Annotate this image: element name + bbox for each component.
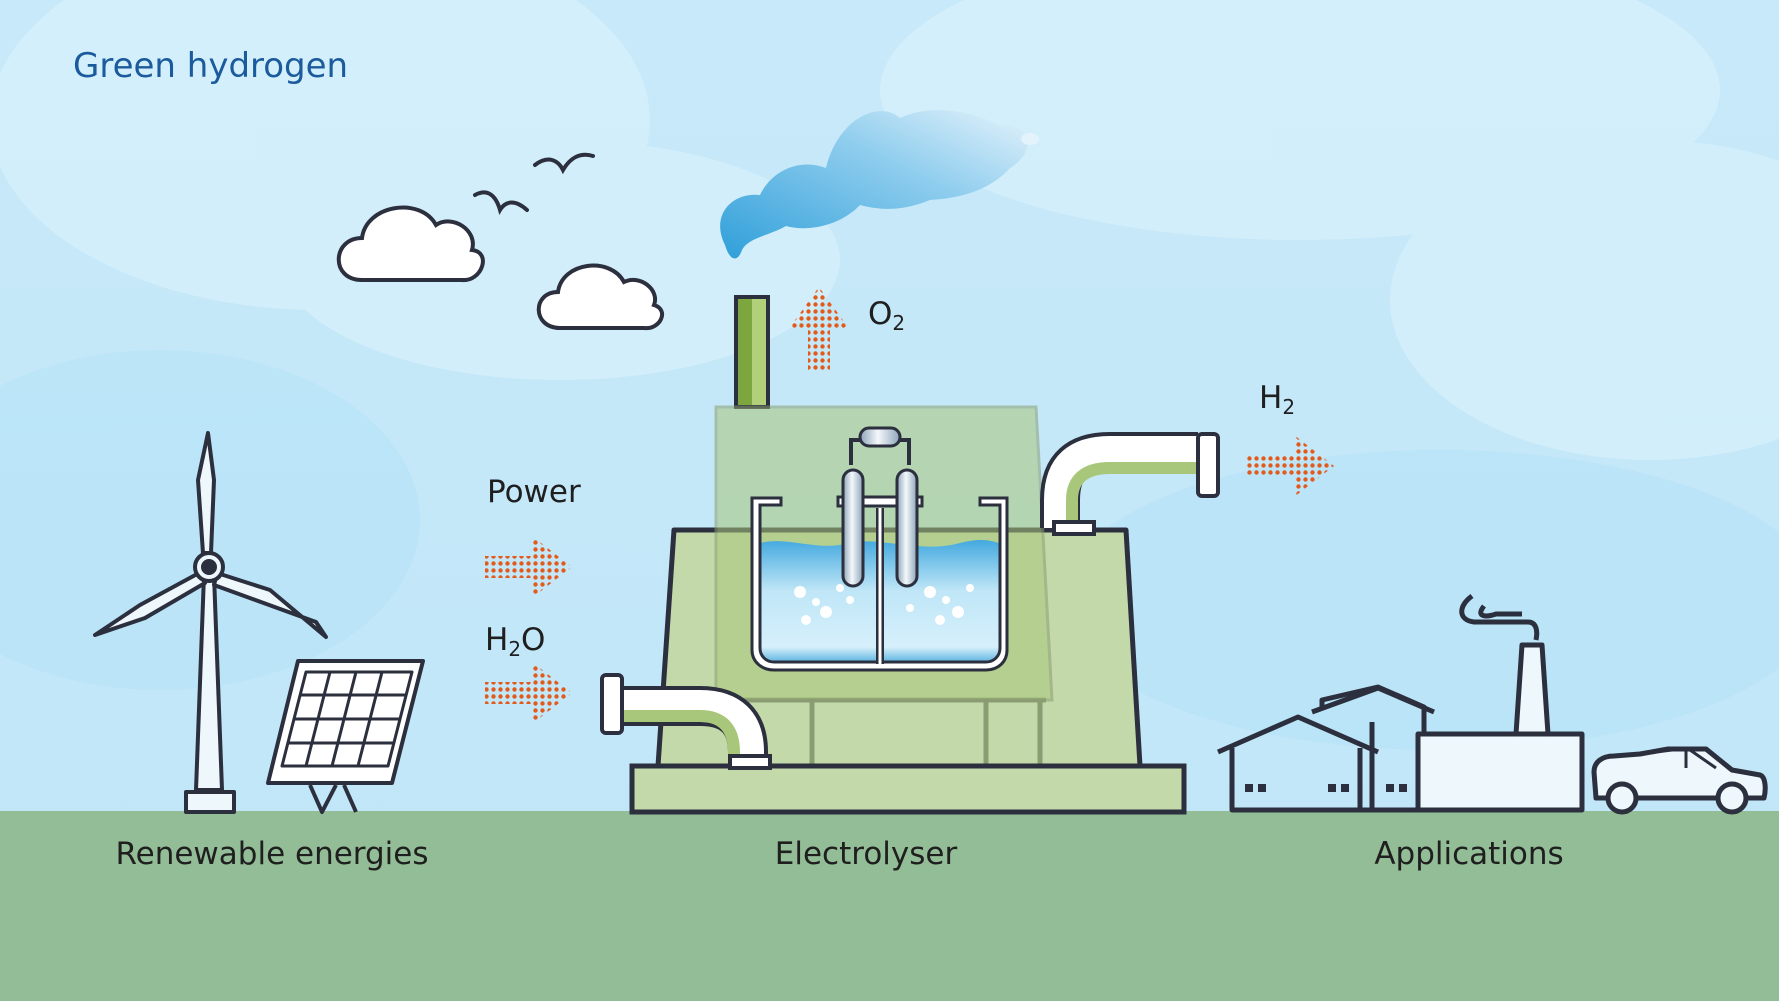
water-arrow-icon — [485, 662, 572, 724]
water-inlet-pipe — [600, 673, 772, 770]
hydrogen-outlet-pipe — [1040, 432, 1220, 536]
power-arrow-icon — [485, 536, 572, 598]
oxygen-arrow-icon — [788, 287, 850, 372]
water-subscript: 2 — [508, 637, 522, 661]
solar-panel-icon — [266, 659, 425, 814]
hydrogen-arrow-icon — [1247, 435, 1334, 497]
renewable-energies-label: Renewable energies — [115, 836, 429, 872]
applications-label: Applications — [1374, 836, 1564, 872]
water-tank — [750, 495, 1009, 672]
steam-cloud-icon — [720, 110, 1039, 259]
oxygen-symbol: O — [868, 296, 893, 332]
bird-icon — [473, 152, 595, 215]
car-icon — [1591, 746, 1768, 815]
ground — [0, 811, 1779, 1001]
cloud-icon — [536, 263, 665, 331]
water-symbol-o: O — [521, 622, 546, 658]
hydrogen-label: H2 — [1259, 380, 1295, 419]
diagram-title: Green hydrogen — [73, 46, 349, 86]
chimney — [734, 295, 770, 409]
cloud-icon — [336, 205, 485, 283]
electrode-tubes — [841, 426, 919, 588]
hydrogen-subscript: 2 — [1282, 395, 1296, 419]
hydrogen-symbol: H — [1259, 380, 1283, 416]
factory-icon — [1415, 593, 1585, 813]
oxygen-subscript: 2 — [892, 311, 906, 335]
power-label: Power — [487, 474, 581, 510]
wind-turbine-icon — [93, 431, 328, 814]
oxygen-label: O2 — [868, 296, 905, 335]
house-icon — [1216, 684, 1435, 813]
water-symbol-h: H — [485, 622, 509, 658]
water-label: H2O — [485, 622, 545, 661]
sky-swirls — [0, 0, 1779, 460]
electrolyser-label: Electrolyser — [774, 836, 958, 872]
